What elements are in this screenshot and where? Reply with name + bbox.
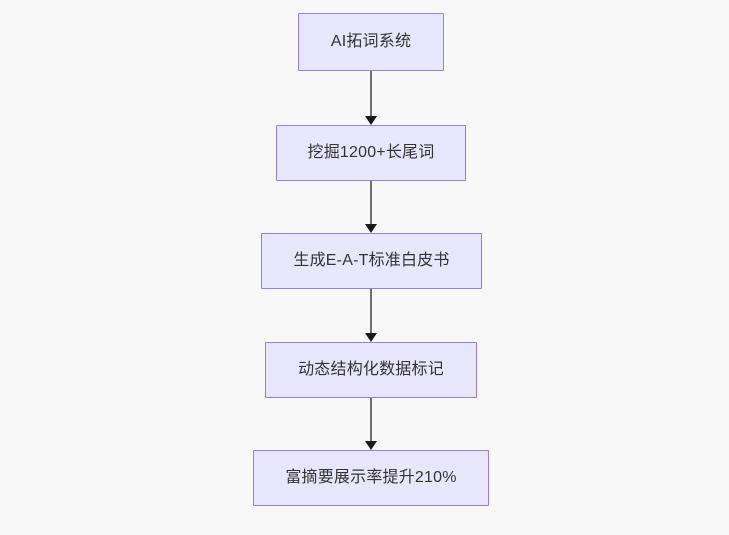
flow-edge-2-to-3	[358, 181, 384, 233]
flow-node-label: 挖掘1200+长尾词	[307, 144, 435, 162]
flow-edge-3-to-4	[358, 289, 384, 342]
flow-node-label: 富摘要展示率提升210%	[285, 469, 457, 487]
flow-node-label: 生成E-A-T标准白皮书	[293, 252, 450, 270]
edge-line	[370, 71, 372, 116]
arrowhead-down-icon	[365, 116, 377, 125]
edge-line	[370, 289, 372, 333]
arrowhead-down-icon	[365, 441, 377, 450]
flow-node-rich-snippet-impression-uplift[interactable]: 富摘要展示率提升210%	[253, 450, 489, 506]
flow-node-ai-keyword-system[interactable]: AI拓词系统	[298, 13, 444, 71]
arrowhead-down-icon	[365, 224, 377, 233]
flow-node-generate-eat-whitepaper[interactable]: 生成E-A-T标准白皮书	[261, 233, 482, 289]
edge-line	[370, 398, 372, 441]
edge-line	[370, 181, 372, 224]
flow-node-mine-longtail-keywords[interactable]: 挖掘1200+长尾词	[276, 125, 466, 181]
flow-node-label: 动态结构化数据标记	[298, 361, 444, 379]
flow-edge-4-to-5	[358, 398, 384, 450]
flow-node-dynamic-structured-data-markup[interactable]: 动态结构化数据标记	[265, 342, 477, 398]
flow-edge-1-to-2	[358, 71, 384, 125]
arrowhead-down-icon	[365, 333, 377, 342]
flow-node-label: AI拓词系统	[330, 33, 412, 51]
